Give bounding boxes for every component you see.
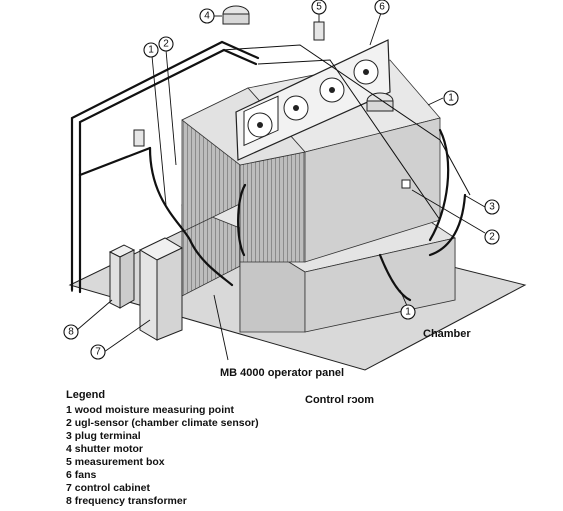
chamber-label: Chamber <box>423 328 471 340</box>
legend: Legend 1 wood moisture measuring point 2… <box>66 389 326 508</box>
legend-item-3: 3 plug terminal <box>66 430 141 442</box>
legend-title: Legend <box>66 389 106 401</box>
svg-text:1: 1 <box>448 93 454 104</box>
chamber-wall-frame <box>70 40 260 294</box>
shutter-motor-mid <box>366 92 394 112</box>
fan-3 <box>319 77 345 103</box>
callout-4: 4 <box>199 8 215 24</box>
control-room-label: Control rɔom <box>305 394 374 406</box>
measuring-box-side <box>133 129 145 147</box>
legend-item-8: 8 frequency transformer <box>66 495 187 507</box>
sensor-front <box>401 179 411 189</box>
svg-text:7: 7 <box>95 347 101 358</box>
callout-5: 5 <box>311 0 327 15</box>
svg-text:2: 2 <box>489 232 495 243</box>
callout-1-top-left: 1 <box>143 42 159 58</box>
callout-3: 3 <box>484 199 500 215</box>
legend-item-2: 2 ugl-sensor (chamber climate sensor) <box>66 417 259 429</box>
callout-2-top-left: 2 <box>158 36 174 52</box>
fan-4 <box>353 59 379 85</box>
legend-item-5: 5 measurement box <box>66 456 165 468</box>
shutter-motor-top <box>222 5 250 25</box>
frequency-transformer <box>108 244 136 309</box>
svg-text:3: 3 <box>489 202 495 213</box>
svg-text:5: 5 <box>316 2 322 13</box>
svg-text:1: 1 <box>148 45 154 56</box>
svg-text:8: 8 <box>68 327 74 338</box>
callout-7: 7 <box>90 344 106 360</box>
cables <box>78 44 471 302</box>
callout-1-right: 1 <box>443 90 459 106</box>
callout-2-right: 2 <box>484 229 500 245</box>
operator-panel-label: MB 4000 operator panel <box>220 367 344 379</box>
fans-row <box>235 39 391 161</box>
control-cabinet <box>138 237 184 341</box>
svg-text:1: 1 <box>405 307 411 318</box>
fan-2 <box>283 95 309 121</box>
svg-text:2: 2 <box>163 39 169 50</box>
legend-item-6: 6 fans <box>66 469 97 481</box>
callout-8: 8 <box>63 324 79 340</box>
callout-leaders <box>76 12 486 361</box>
callout-1-bottom: 1 <box>400 304 416 320</box>
legend-item-4: 4 shutter motor <box>66 443 144 455</box>
legend-item-7: 7 control cabinet <box>66 482 151 494</box>
callout-6: 6 <box>374 0 390 15</box>
measurement-box <box>313 21 325 41</box>
fan-1 <box>243 95 279 147</box>
svg-text:6: 6 <box>379 2 385 13</box>
svg-text:4: 4 <box>204 11 210 22</box>
legend-item-1: 1 wood moisture measuring point <box>66 404 235 416</box>
